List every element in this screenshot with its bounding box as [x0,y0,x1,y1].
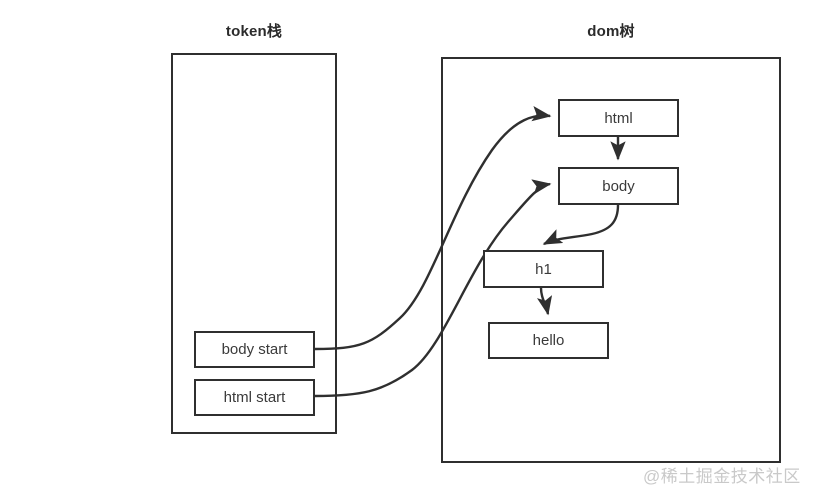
dom-tree-title: dom树 [587,23,635,40]
dom-node-body[interactable]: body [558,167,679,205]
token-item-html-start[interactable]: html start [194,379,315,416]
dom-node-h1[interactable]: h1 [483,250,604,288]
token-stack-container [171,53,337,434]
watermark-label: @稀土掘金技术社区 [643,467,801,486]
dom-node-hello[interactable]: hello [488,322,609,359]
token-stack-title: token栈 [225,23,283,40]
dom-node-html[interactable]: html [558,99,679,137]
token-item-body-start[interactable]: body start [194,331,315,368]
